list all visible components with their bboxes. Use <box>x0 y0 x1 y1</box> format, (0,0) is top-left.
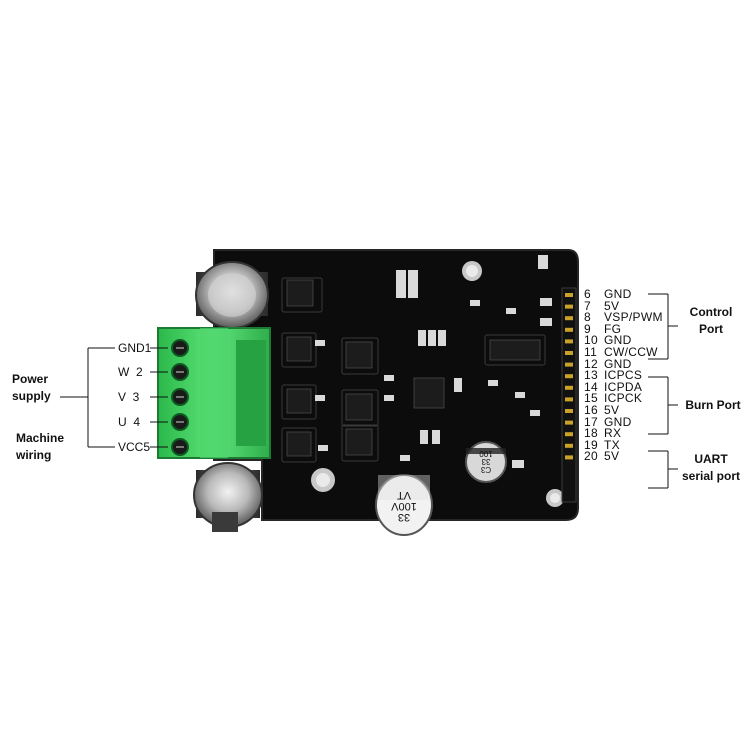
pin-label: 17 GND <box>584 416 632 428</box>
mounting-holes <box>311 261 564 507</box>
header-pin <box>565 362 573 367</box>
pin-name: RX <box>604 426 622 441</box>
pin-name: 5V <box>604 449 620 464</box>
terminal-pin-label: GND1 <box>118 341 152 355</box>
capacitor-bottom-left <box>193 462 263 532</box>
pin-number: 12 <box>584 356 598 371</box>
pin-name: GND <box>604 414 632 429</box>
pin-label: 14 ICPDA <box>584 381 642 393</box>
pin-name: TX <box>604 437 620 452</box>
pin-label: 6 GND <box>584 288 632 300</box>
chips <box>286 279 541 457</box>
terminal-screw-slot <box>176 347 184 349</box>
capacitor-100v <box>375 474 433 536</box>
pin-name: ICPDA <box>604 379 643 394</box>
terminal-pin-label: VCC5 <box>118 440 151 454</box>
pin-number: 20 <box>584 449 598 464</box>
header-pin <box>565 293 573 297</box>
pin-number: 16 <box>584 403 598 417</box>
pin-number: 7 <box>584 298 591 313</box>
header-pin <box>565 432 573 437</box>
silkscreen <box>281 277 546 463</box>
pin-label: 18 RX <box>584 427 621 439</box>
pin-name: FG <box>604 321 622 336</box>
pin-number: 10 <box>584 333 598 348</box>
pin-number: 19 <box>584 437 598 452</box>
pin-label: 8 VSP/PWM <box>584 311 663 323</box>
power-supply-label: Power supply <box>12 372 51 403</box>
header-pin <box>565 455 573 460</box>
header-pins <box>565 293 573 460</box>
terminal-screw-slot <box>176 371 184 373</box>
header-pin <box>565 316 573 321</box>
burn-port-title: Burn Port <box>685 398 741 412</box>
terminal-screw-slot <box>176 421 184 423</box>
header-pin <box>565 397 573 402</box>
pin-label: 16 5V <box>584 404 619 416</box>
pin-name: 5V <box>604 298 620 313</box>
machine-wiring-label: Machine wiring <box>16 431 65 462</box>
pin-number: 8 <box>584 310 591 325</box>
capacitor-c3 <box>465 441 507 483</box>
terminal-screws <box>150 339 189 456</box>
smd-components <box>315 255 552 468</box>
pin-label: 9 FG <box>584 323 621 335</box>
pin-label: 11 CW/CCW <box>584 346 658 358</box>
pin-name: 5V <box>604 403 620 417</box>
terminal-pin-label: U 4 <box>118 415 141 429</box>
pin-number: 9 <box>584 321 591 336</box>
pin-label: 13 ICPCS <box>584 369 642 381</box>
pin-name: GND <box>604 333 632 348</box>
pin-name: ICPCK <box>604 391 643 406</box>
pin-label: 12 GND <box>584 358 632 370</box>
capacitor-top-left <box>195 261 269 329</box>
terminal-screw-slot <box>176 396 184 398</box>
uart-port-title: UART serial port <box>681 452 741 483</box>
pin-label: 10 GND <box>584 334 632 346</box>
terminal-pin-label: W 2 <box>118 365 143 379</box>
header-pin <box>565 327 573 332</box>
pin-number: 6 <box>584 287 591 301</box>
pin-label: 20 5V <box>584 450 619 462</box>
header-pin <box>565 351 573 355</box>
header-pin <box>565 409 573 413</box>
header-pin <box>565 374 573 379</box>
pin-name: GND <box>604 356 632 371</box>
header-pin <box>565 420 573 425</box>
pin-number: 17 <box>584 414 598 429</box>
pin-number: 15 <box>584 391 598 406</box>
terminal-pin-label: V 3 <box>118 390 140 404</box>
pin-name: ICPCS <box>604 368 643 383</box>
control-port-title: Control Port <box>689 305 733 336</box>
terminal-screw-slot <box>176 446 184 448</box>
pin-label: 19 TX <box>584 439 620 451</box>
pin-name: GND <box>604 287 632 301</box>
pin-label: 7 5V <box>584 300 619 312</box>
pin-name: CW/CCW <box>604 345 658 359</box>
pin-number: 14 <box>584 379 598 394</box>
pin-number: 13 <box>584 368 598 383</box>
pin-number: 11 <box>584 345 598 359</box>
header-pin <box>565 304 573 309</box>
header-pin <box>565 385 573 390</box>
header-pin <box>565 443 573 448</box>
pin-name: VSP/PWM <box>604 310 663 325</box>
header-pin <box>565 339 573 344</box>
pin-label: 15 ICPCK <box>584 392 642 404</box>
pin-number: 18 <box>584 426 598 441</box>
